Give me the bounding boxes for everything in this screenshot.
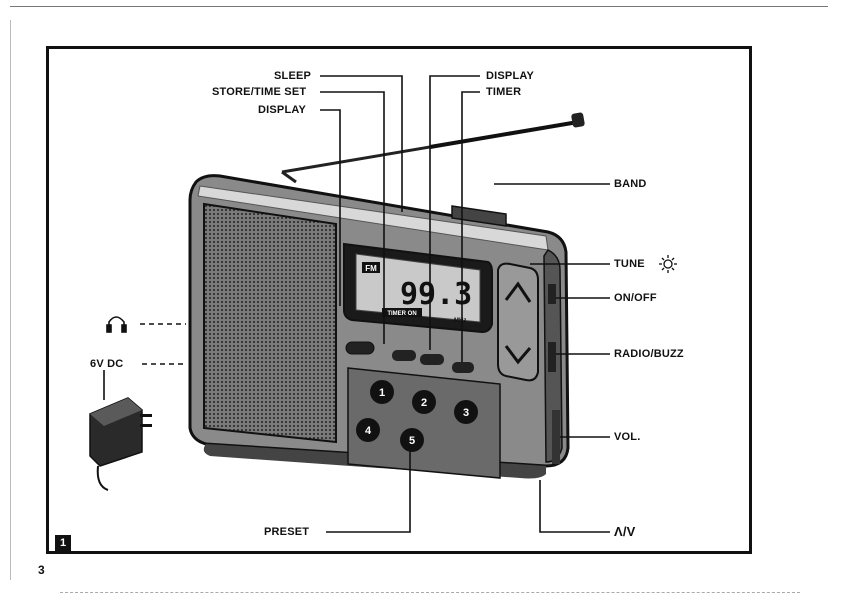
lcd-band: FM [365, 264, 377, 273]
label-vol: VOL. [614, 431, 640, 443]
label-dc-input: 6V DC [90, 358, 123, 370]
label-sleep: SLEEP [274, 70, 311, 82]
headphone-icon [107, 317, 126, 332]
svg-text:3: 3 [463, 407, 469, 419]
timer-button[interactable] [452, 362, 474, 373]
store-time-set-button[interactable] [392, 350, 416, 361]
preset-keypad: 1 2 3 4 5 [348, 368, 500, 478]
label-display-left: DISPLAY [258, 104, 306, 116]
svg-text:5: 5 [409, 435, 415, 447]
label-band: BAND [614, 178, 647, 190]
label-radio-buzz: RADIO/BUZZ [614, 348, 684, 360]
speaker-grille [204, 204, 336, 442]
preset-key-4[interactable]: 4 [356, 418, 380, 442]
light-icon [659, 255, 677, 273]
display-button[interactable] [346, 342, 374, 354]
preset-key-2[interactable]: 2 [412, 390, 436, 414]
label-up-down: Λ/V [614, 526, 636, 538]
label-tune: TUNE [614, 258, 645, 270]
preset-key-1[interactable]: 1 [370, 380, 394, 404]
volume-wheel[interactable] [552, 410, 560, 464]
preset-key-3[interactable]: 3 [454, 400, 478, 424]
preset-key-5[interactable]: 5 [400, 428, 424, 452]
adapter-icon [90, 398, 152, 490]
lcd-mode: TIMER ON [387, 311, 416, 317]
label-display-right: DISPLAY [486, 70, 534, 82]
figure-number: 1 [55, 535, 71, 551]
lcd-unit: MHz [454, 318, 466, 324]
label-preset: PRESET [264, 526, 309, 538]
radio-buzz-switch[interactable] [548, 342, 556, 372]
label-timer: TIMER [486, 86, 521, 98]
label-store-time-set: STORE/TIME SET [212, 86, 306, 98]
svg-text:1: 1 [379, 387, 385, 399]
on-off-switch[interactable] [548, 284, 556, 304]
display-button-right[interactable] [420, 354, 444, 365]
page-number: 3 [38, 563, 45, 577]
antenna [282, 112, 585, 182]
svg-text:4: 4 [365, 425, 372, 437]
svg-text:2: 2 [421, 397, 427, 409]
label-on-off: ON/OFF [614, 292, 657, 304]
tune-rocker[interactable] [498, 264, 538, 381]
